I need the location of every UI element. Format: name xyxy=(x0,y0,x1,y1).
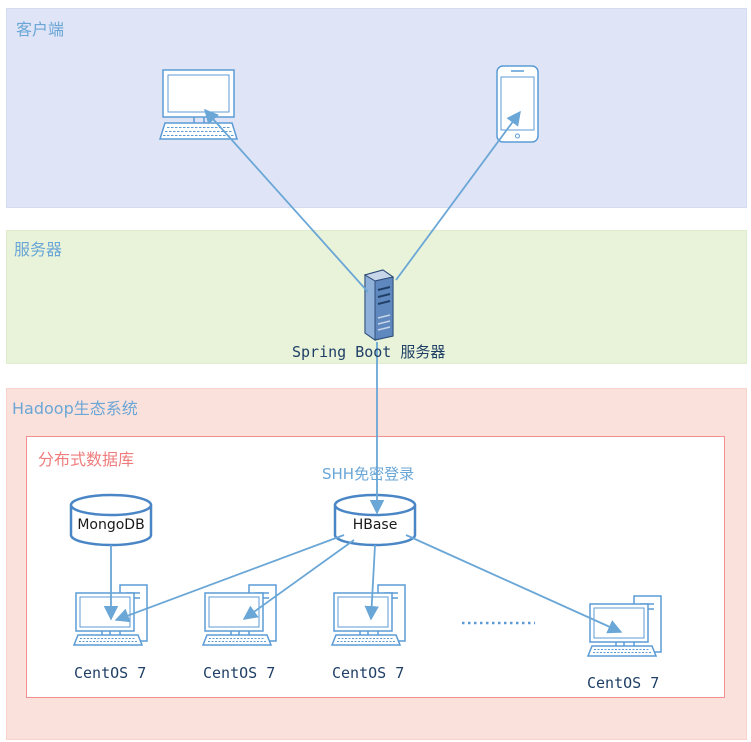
client-phone-icon xyxy=(496,65,539,143)
server-icon xyxy=(363,269,395,341)
connection-lines xyxy=(103,108,623,634)
hbase-label: HBase xyxy=(352,517,398,533)
hbase-to-centos1-arrow xyxy=(114,534,345,623)
hbase-to-centos2-arrow xyxy=(242,539,355,620)
server-node-label: Spring Boot 服务器 xyxy=(292,343,446,361)
client-desktop-icon xyxy=(158,69,239,140)
centos-node-3-label: CentOS 7 xyxy=(332,664,405,682)
server-region-title: 服务器 xyxy=(14,240,63,259)
centos-node-1-label: CentOS 7 xyxy=(74,664,147,682)
hadoop-region-title: Hadoop生态系统 xyxy=(12,399,138,418)
server-to-phone-arrow xyxy=(395,110,521,281)
server-to-desktop-arrow xyxy=(204,108,369,293)
centos-pc-3-icon xyxy=(331,584,406,646)
mongodb-label: MongoDB xyxy=(77,517,145,533)
centos-node-2-label: CentOS 7 xyxy=(203,664,276,682)
client-region xyxy=(6,8,747,208)
distributed-db-title: 分布式数据库 xyxy=(38,450,135,469)
hbase-to-centos4-arrow xyxy=(405,534,623,634)
centos-pc-4-icon xyxy=(587,595,662,657)
client-region-title: 客户端 xyxy=(16,20,65,39)
ssh-login-label: SHH免密登录 xyxy=(322,465,415,483)
centos-node-4-label: CentOS 7 xyxy=(587,674,660,692)
centos-pc-2-icon xyxy=(202,584,277,646)
hbase-to-centos3-arrow xyxy=(364,544,379,621)
